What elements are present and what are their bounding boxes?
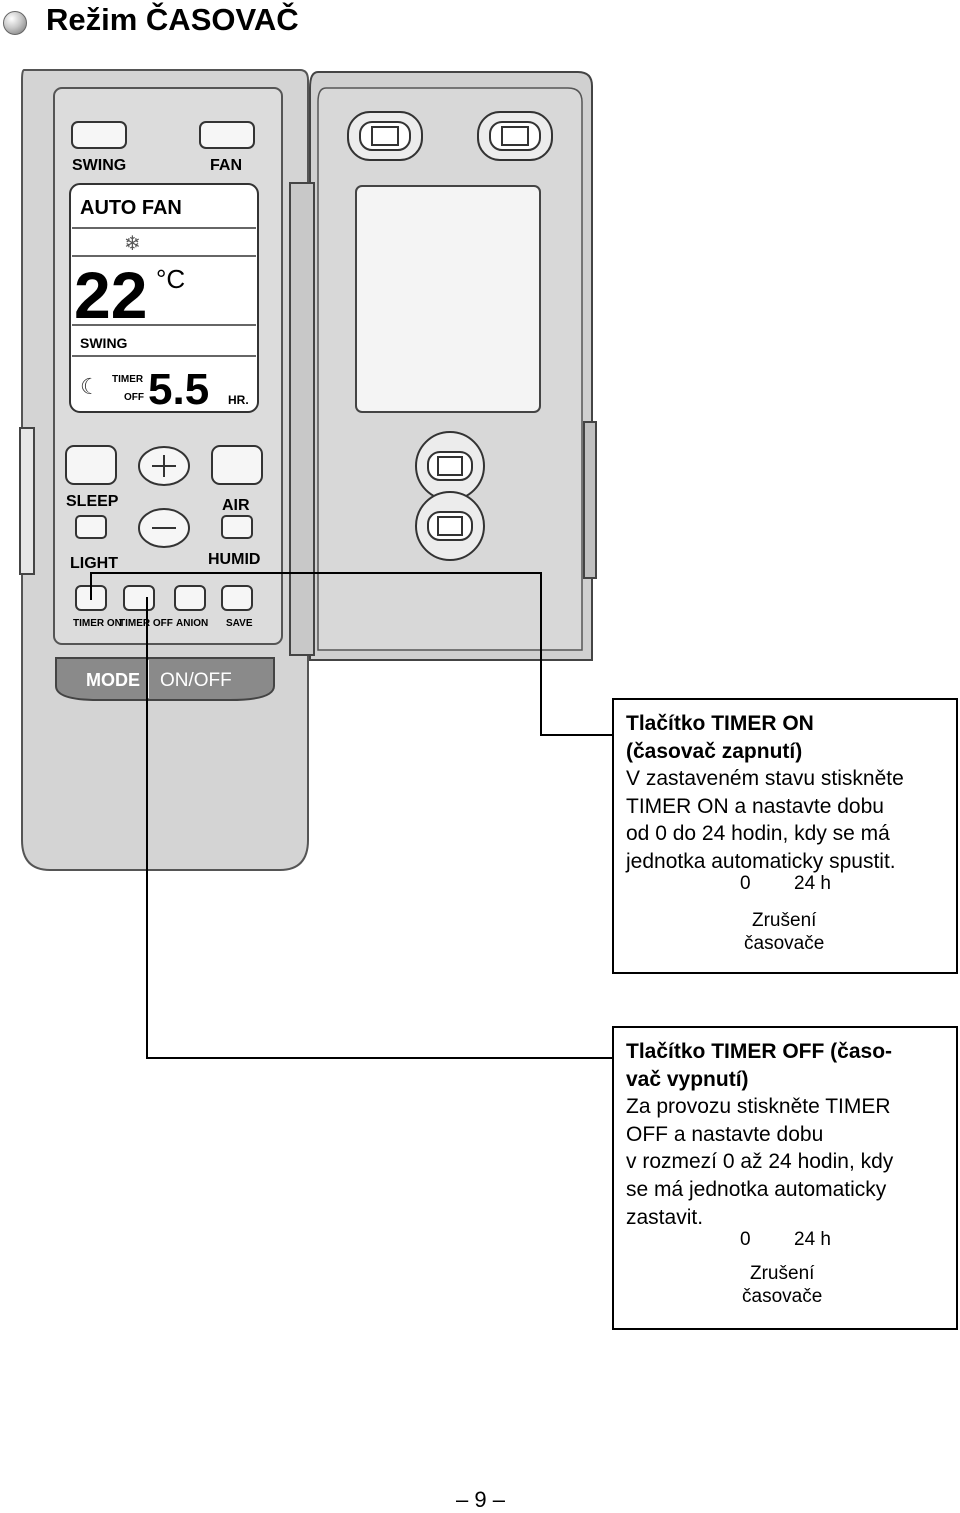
timer-off-text: zastavit. <box>626 1205 704 1229</box>
onoff-button-label: ON/OFF <box>160 670 232 691</box>
lcd-timer-unit: HR. <box>228 393 249 407</box>
cover-button-2 <box>477 111 553 161</box>
save-button <box>221 585 253 611</box>
timer-off-callout: Tlačítko TIMER OFF (časo- vač vypnutí) Z… <box>612 1026 958 1330</box>
timer-on-text: TIMER ON a nastavte dobu <box>626 794 884 818</box>
timer-on-heading: Tlačítko TIMER ON <box>626 712 814 735</box>
timer-on-cycle-end: 24 h <box>794 873 831 894</box>
timer-off-cycle-cancel-2: časovače <box>742 1286 823 1307</box>
timer-on-text: od 0 do 24 hodin, kdy se má <box>626 822 890 846</box>
anion-button <box>174 585 206 611</box>
cover-button-1 <box>347 111 423 161</box>
timer-off-text: Za provozu stiskněte TIMER <box>626 1095 891 1119</box>
timer-off-leader-line <box>146 597 612 1059</box>
humid-button <box>221 515 253 539</box>
timer-on-text: jednotka automaticky spustit. <box>626 849 896 873</box>
page-number: – 9 – <box>456 1487 505 1512</box>
cover-button-4 <box>415 491 485 561</box>
fan-button <box>199 121 255 149</box>
lcd-temperature: 22 <box>74 258 147 332</box>
timer-off-text: OFF a nastavte dobu <box>626 1122 824 1146</box>
timer-off-heading-2: vač vypnutí) <box>626 1067 749 1091</box>
sleep-button-label: SLEEP <box>66 493 119 510</box>
moon-icon: ☾ <box>80 374 100 399</box>
timer-on-callout: Tlačítko TIMER ON (časovač zapnutí) V za… <box>612 698 958 974</box>
timer-off-button <box>123 585 155 611</box>
timer-on-cycle-start: 0 <box>740 873 751 894</box>
bullet-icon <box>3 11 27 35</box>
timer-off-cycle-cancel: Zrušení <box>750 1263 815 1284</box>
mode-button-label: MODE <box>86 670 140 690</box>
timer-off-text: se má jednotka automaticky <box>626 1177 887 1201</box>
lcd-display <box>69 183 259 413</box>
lcd-timer-state: OFF <box>124 392 144 403</box>
timer-on-cycle-cancel-2: časovače <box>744 933 825 954</box>
cover-window <box>355 185 541 413</box>
light-button-label: LIGHT <box>70 555 118 572</box>
mode-onoff-bar <box>55 657 275 701</box>
anion-button-label: ANION <box>176 618 208 629</box>
timer-on-heading-2: (časovač zapnutí) <box>626 739 803 763</box>
air-button <box>211 445 263 485</box>
humid-button-label: HUMID <box>208 551 260 568</box>
air-button-label: AIR <box>222 497 250 514</box>
lcd-fan-mode: AUTO FAN <box>80 197 182 219</box>
lcd-swing: SWING <box>80 335 128 351</box>
timer-off-heading: Tlačítko TIMER OFF (časo- <box>626 1040 893 1063</box>
timer-on-text: V zastaveném stavu stiskněte <box>626 767 904 791</box>
fan-button-label: FAN <box>210 157 242 174</box>
lcd-timer-label: TIMER <box>112 374 144 385</box>
timer-on-button-label: TIMER ON <box>73 618 122 629</box>
lcd-timer-value: 5.5 <box>148 365 209 414</box>
page-title: Režim ČASOVAČ <box>46 2 299 37</box>
timer-on-cycle-cancel: Zrušení <box>752 910 817 931</box>
timer-off-button-label: TIMER OFF <box>119 618 173 629</box>
swing-button-label: SWING <box>72 157 126 174</box>
timer-off-cycle-end: 24 h <box>794 1229 831 1250</box>
lcd-temperature-unit: °C <box>156 264 185 294</box>
timer-off-cycle-start: 0 <box>740 1229 751 1250</box>
light-button <box>75 515 107 539</box>
timer-off-text: v rozmezí 0 až 24 hodin, kdy <box>626 1150 894 1174</box>
sleep-button <box>65 445 117 485</box>
cover-button-3 <box>415 431 485 501</box>
timer-on-leader-line <box>90 572 612 736</box>
save-button-label: SAVE <box>226 618 253 629</box>
swing-button <box>71 121 127 149</box>
snowflake-icon: ❄ <box>124 233 141 255</box>
